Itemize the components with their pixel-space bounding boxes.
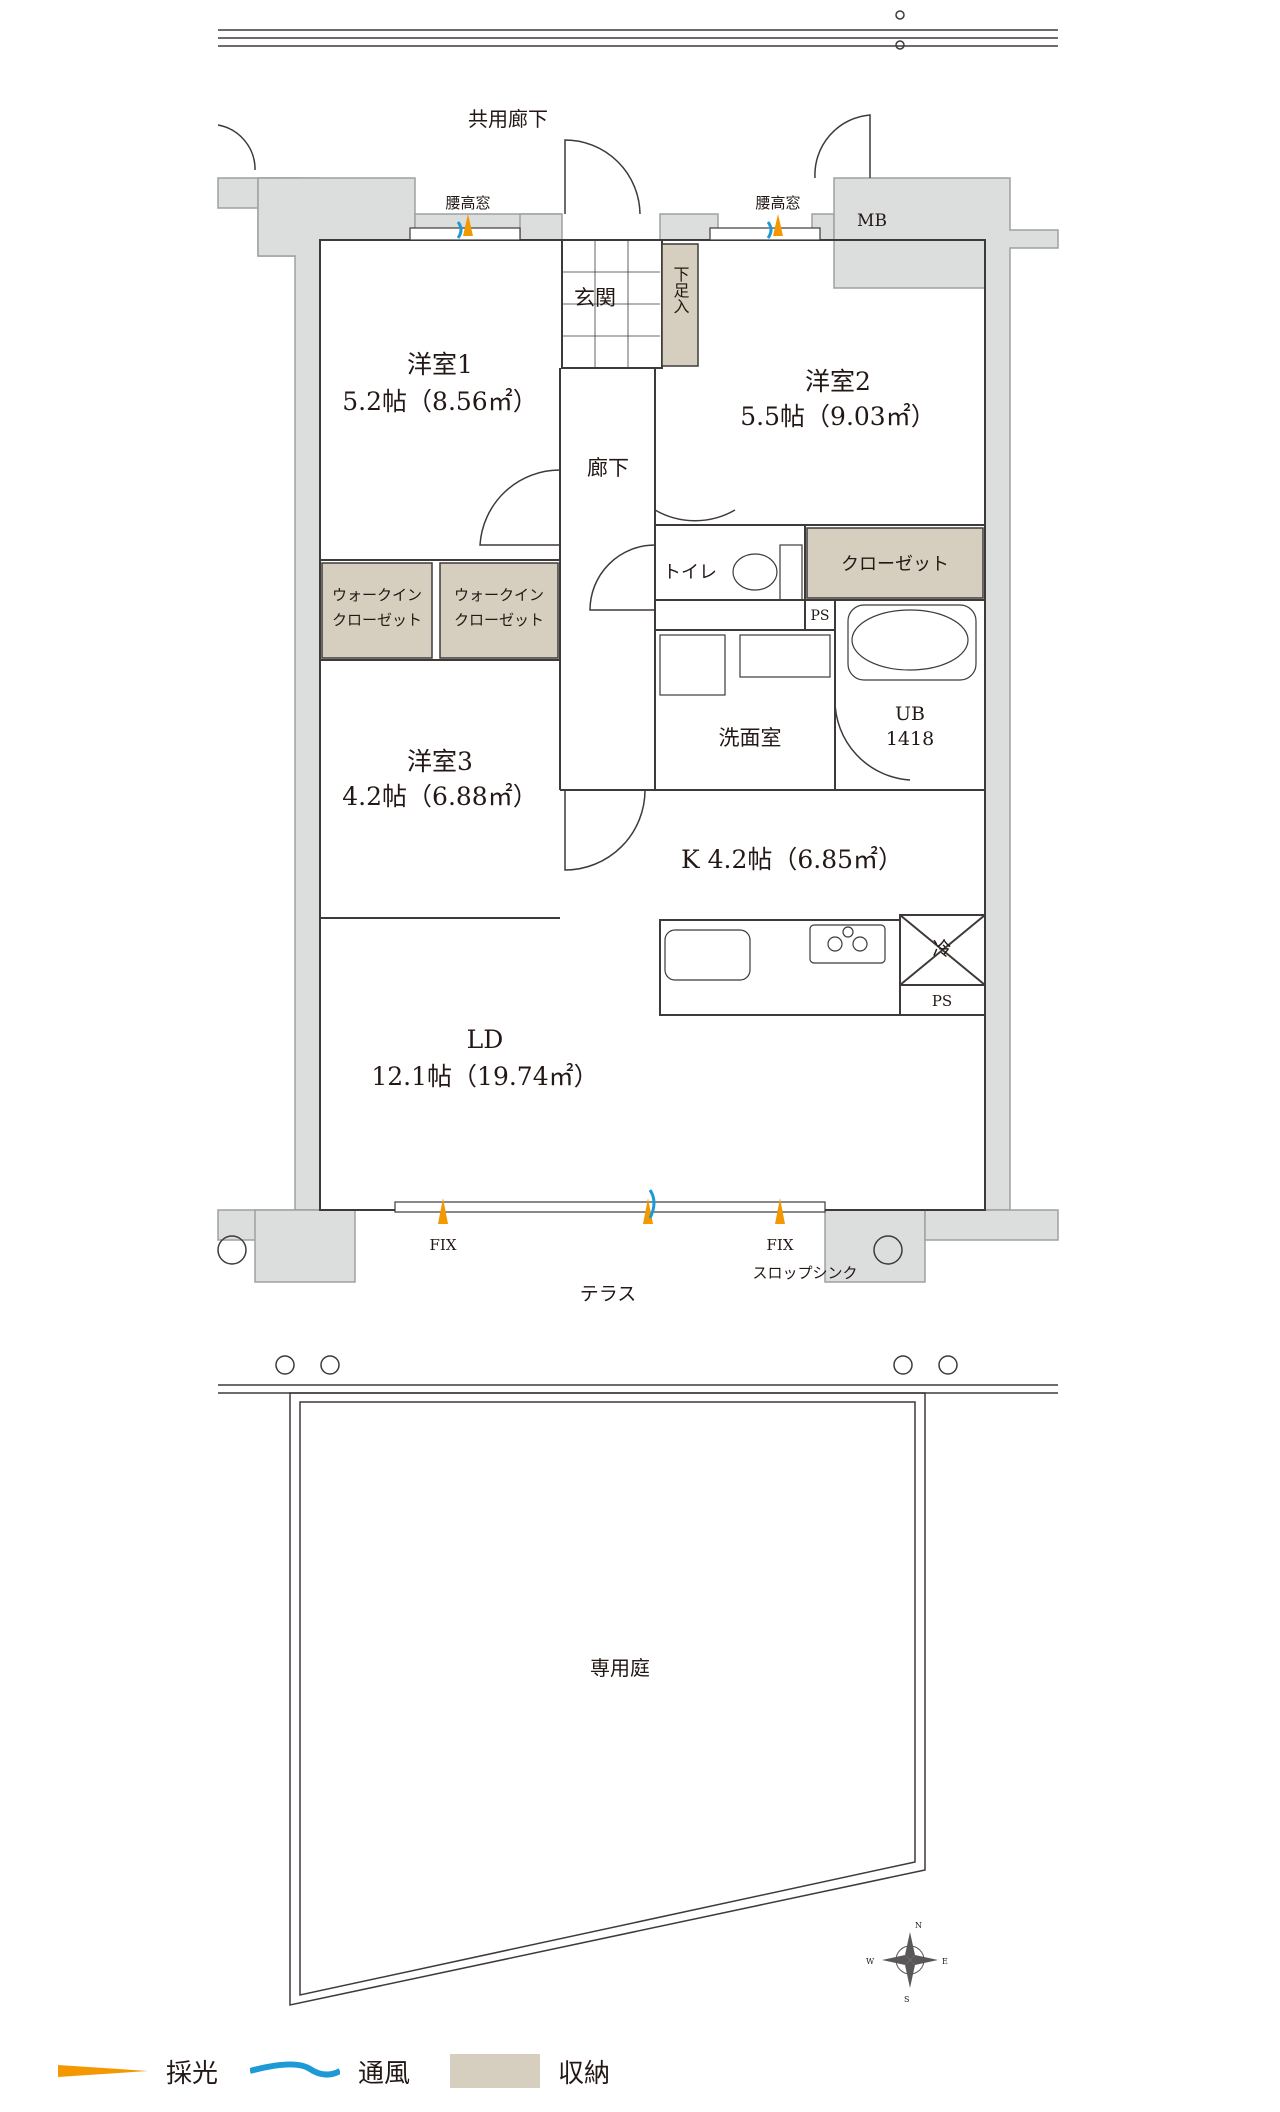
legend-wind: 通風 [250,2046,410,2096]
storage-swatch-icon [450,2054,540,2088]
fridge-label: 冷 [932,938,951,960]
ld-name: LD [467,1025,504,1054]
terrace-label: テラス [580,1283,637,1305]
labels: 共用廊下 腰高窓 腰高窓 MB 玄関 下足入 廊下 洋室1 5.2帖（8.56㎡… [332,107,952,1680]
ps-top-label: PS [810,608,829,624]
compass-e: E [942,1957,948,1966]
corridor-label: 共用廊下 [468,107,548,131]
terrace-garden [217,1235,1058,2006]
shoe-storage [661,243,699,367]
room3-name: 洋室3 [407,747,473,776]
top-rail [218,10,1058,50]
room1-size: 5.2帖（8.56㎡） [342,387,537,416]
light-swatch-icon [58,2065,148,2077]
legend-light-label: 採光 [166,2058,219,2089]
legend-wind-label: 通風 [358,2058,411,2089]
wic1-line2: クローゼット [332,611,422,629]
wic2-line1: ウォークイン [454,586,544,604]
window-left-label: 腰高窓 [445,194,490,212]
wic2-line2: クローゼット [454,611,544,629]
kitchen-label: K 4.2帖（6.85㎡） [681,845,903,874]
compass: N S E W [866,1921,948,2004]
shoe-storage-label: 下足入 [671,266,690,314]
entrance-label: 玄関 [574,286,616,310]
floor-plan: N S E W 共用廊下 腰高窓 腰高窓 MB 玄関 下足入 廊下 洋室1 5.… [217,10,1059,2006]
hallway-label: 廊下 [587,456,629,480]
ub-line1: UB [895,703,925,725]
entrance-tiles [562,240,660,368]
storage-areas [321,243,984,659]
closet-label: クローゼット [841,554,949,575]
walls [217,177,1059,1283]
room1-name: 洋室1 [407,350,473,379]
wic2-area [439,562,559,659]
fix-right-label: FIX [766,1236,793,1254]
toilet-label: トイレ [663,562,717,583]
closet-area [806,527,984,599]
wic1-line1: ウォークイン [332,586,422,604]
wic1-area [321,562,433,659]
bottom-window [394,1201,826,1213]
compass-n: N [915,1921,922,1930]
ps-kitchen-label: PS [932,992,952,1010]
compass-w: W [866,1957,875,1966]
garden-label: 専用庭 [590,1656,650,1680]
mb-label: MB [857,211,887,231]
legend: 採光 通風 収納 [0,2046,1280,2096]
compass-s: S [904,1995,909,2004]
room2-name: 洋室2 [805,367,871,396]
doors [217,114,911,871]
wind-swatch-icon [250,2061,340,2078]
slop-sink-label: スロップシンク [752,1264,857,1282]
wind-markers [456,221,773,1219]
ub-line2: 1418 [886,728,934,750]
fixtures [659,544,977,981]
fix-left-label: FIX [429,1236,456,1254]
room3-size: 4.2帖（6.88㎡） [342,782,537,811]
legend-storage-label: 収納 [558,2058,611,2089]
room2-size: 5.5帖（9.03㎡） [740,402,935,431]
window-right-label: 腰高窓 [755,194,800,212]
ld-size: 12.1帖（19.74㎡） [371,1062,598,1091]
legend-storage: 収納 [450,2046,610,2096]
washroom-label: 洗面室 [719,726,782,750]
legend-light: 採光 [58,2046,218,2096]
